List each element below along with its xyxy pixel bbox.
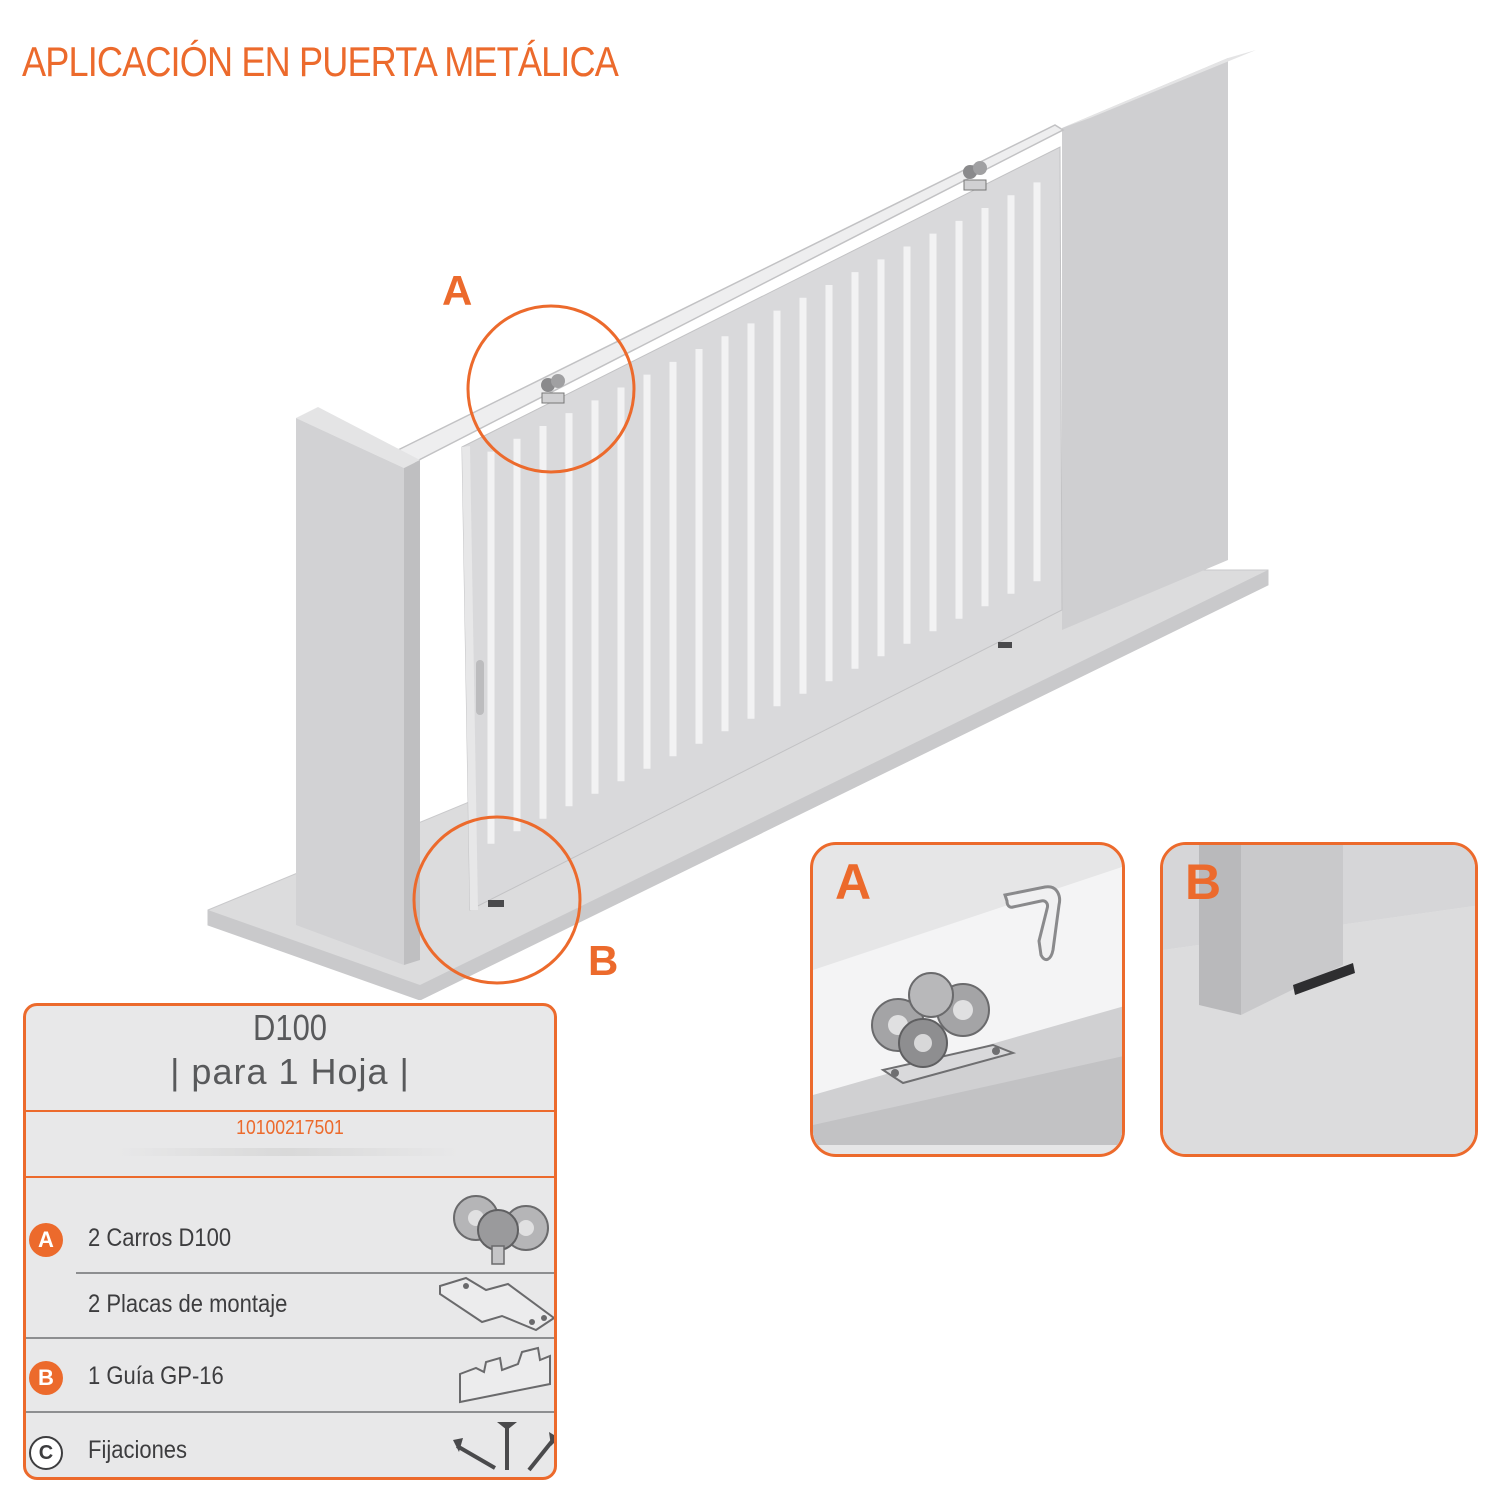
- mounting-plate-icon: [439, 1276, 554, 1332]
- callout-circle-b: [412, 815, 582, 985]
- floor-guide-b: [488, 900, 504, 907]
- kit-header: D100 | para 1 Hoja |: [26, 1006, 554, 1110]
- trolley-a: [541, 374, 565, 404]
- callout-label-a: A: [442, 267, 472, 314]
- page-title: APLICACIÓN EN PUERTA METÁLICA: [22, 38, 619, 85]
- item-badge-a: A: [29, 1223, 63, 1257]
- item-badge-b: B: [29, 1361, 63, 1395]
- item-badge-c: C: [29, 1436, 63, 1470]
- divider: [76, 1272, 554, 1274]
- gate-slats: [487, 182, 1041, 844]
- detail-label-b: B: [1185, 854, 1222, 910]
- callout-label-b: B: [588, 937, 618, 984]
- trolley-track-detail-icon: [813, 867, 1122, 1145]
- gate-handle: [476, 660, 484, 715]
- detail-panel-b: B: [1160, 842, 1478, 1157]
- divider: [26, 1411, 554, 1413]
- divider: [26, 1337, 554, 1339]
- kit-subtitle: | para 1 Hoja |: [170, 1051, 410, 1092]
- kit-barcode-blur: [115, 1148, 460, 1156]
- floor-guide-icon: [459, 1346, 551, 1404]
- item-label-plates: 2 Placas de montaje: [88, 1290, 288, 1318]
- sliding-gate-illustration: A B: [207, 50, 1269, 1000]
- floor-guide-b2: [998, 642, 1012, 648]
- kit-code: 10100217501: [236, 1117, 344, 1139]
- kit-model: D100: [252, 1007, 328, 1048]
- item-label-fixings: Fijaciones: [88, 1436, 188, 1464]
- divider: [26, 1176, 554, 1178]
- trolley-b: [963, 161, 987, 191]
- left-pillar: [296, 418, 404, 965]
- trolley-icon: [453, 1195, 549, 1265]
- screws-icon: [453, 1422, 554, 1472]
- right-pillar: [1062, 58, 1228, 630]
- item-label-guide: 1 Guía GP-16: [88, 1362, 224, 1390]
- floor-guide-detail-icon: [1163, 845, 1475, 1154]
- callout-circle-a: [466, 304, 636, 474]
- item-label-trolleys: 2 Carros D100: [88, 1224, 232, 1252]
- detail-panel-a: A: [810, 842, 1125, 1157]
- kit-card: D100 | para 1 Hoja | 10100217501 A 2 Car…: [23, 1003, 557, 1480]
- divider: [26, 1110, 554, 1112]
- detail-label-a: A: [835, 854, 872, 910]
